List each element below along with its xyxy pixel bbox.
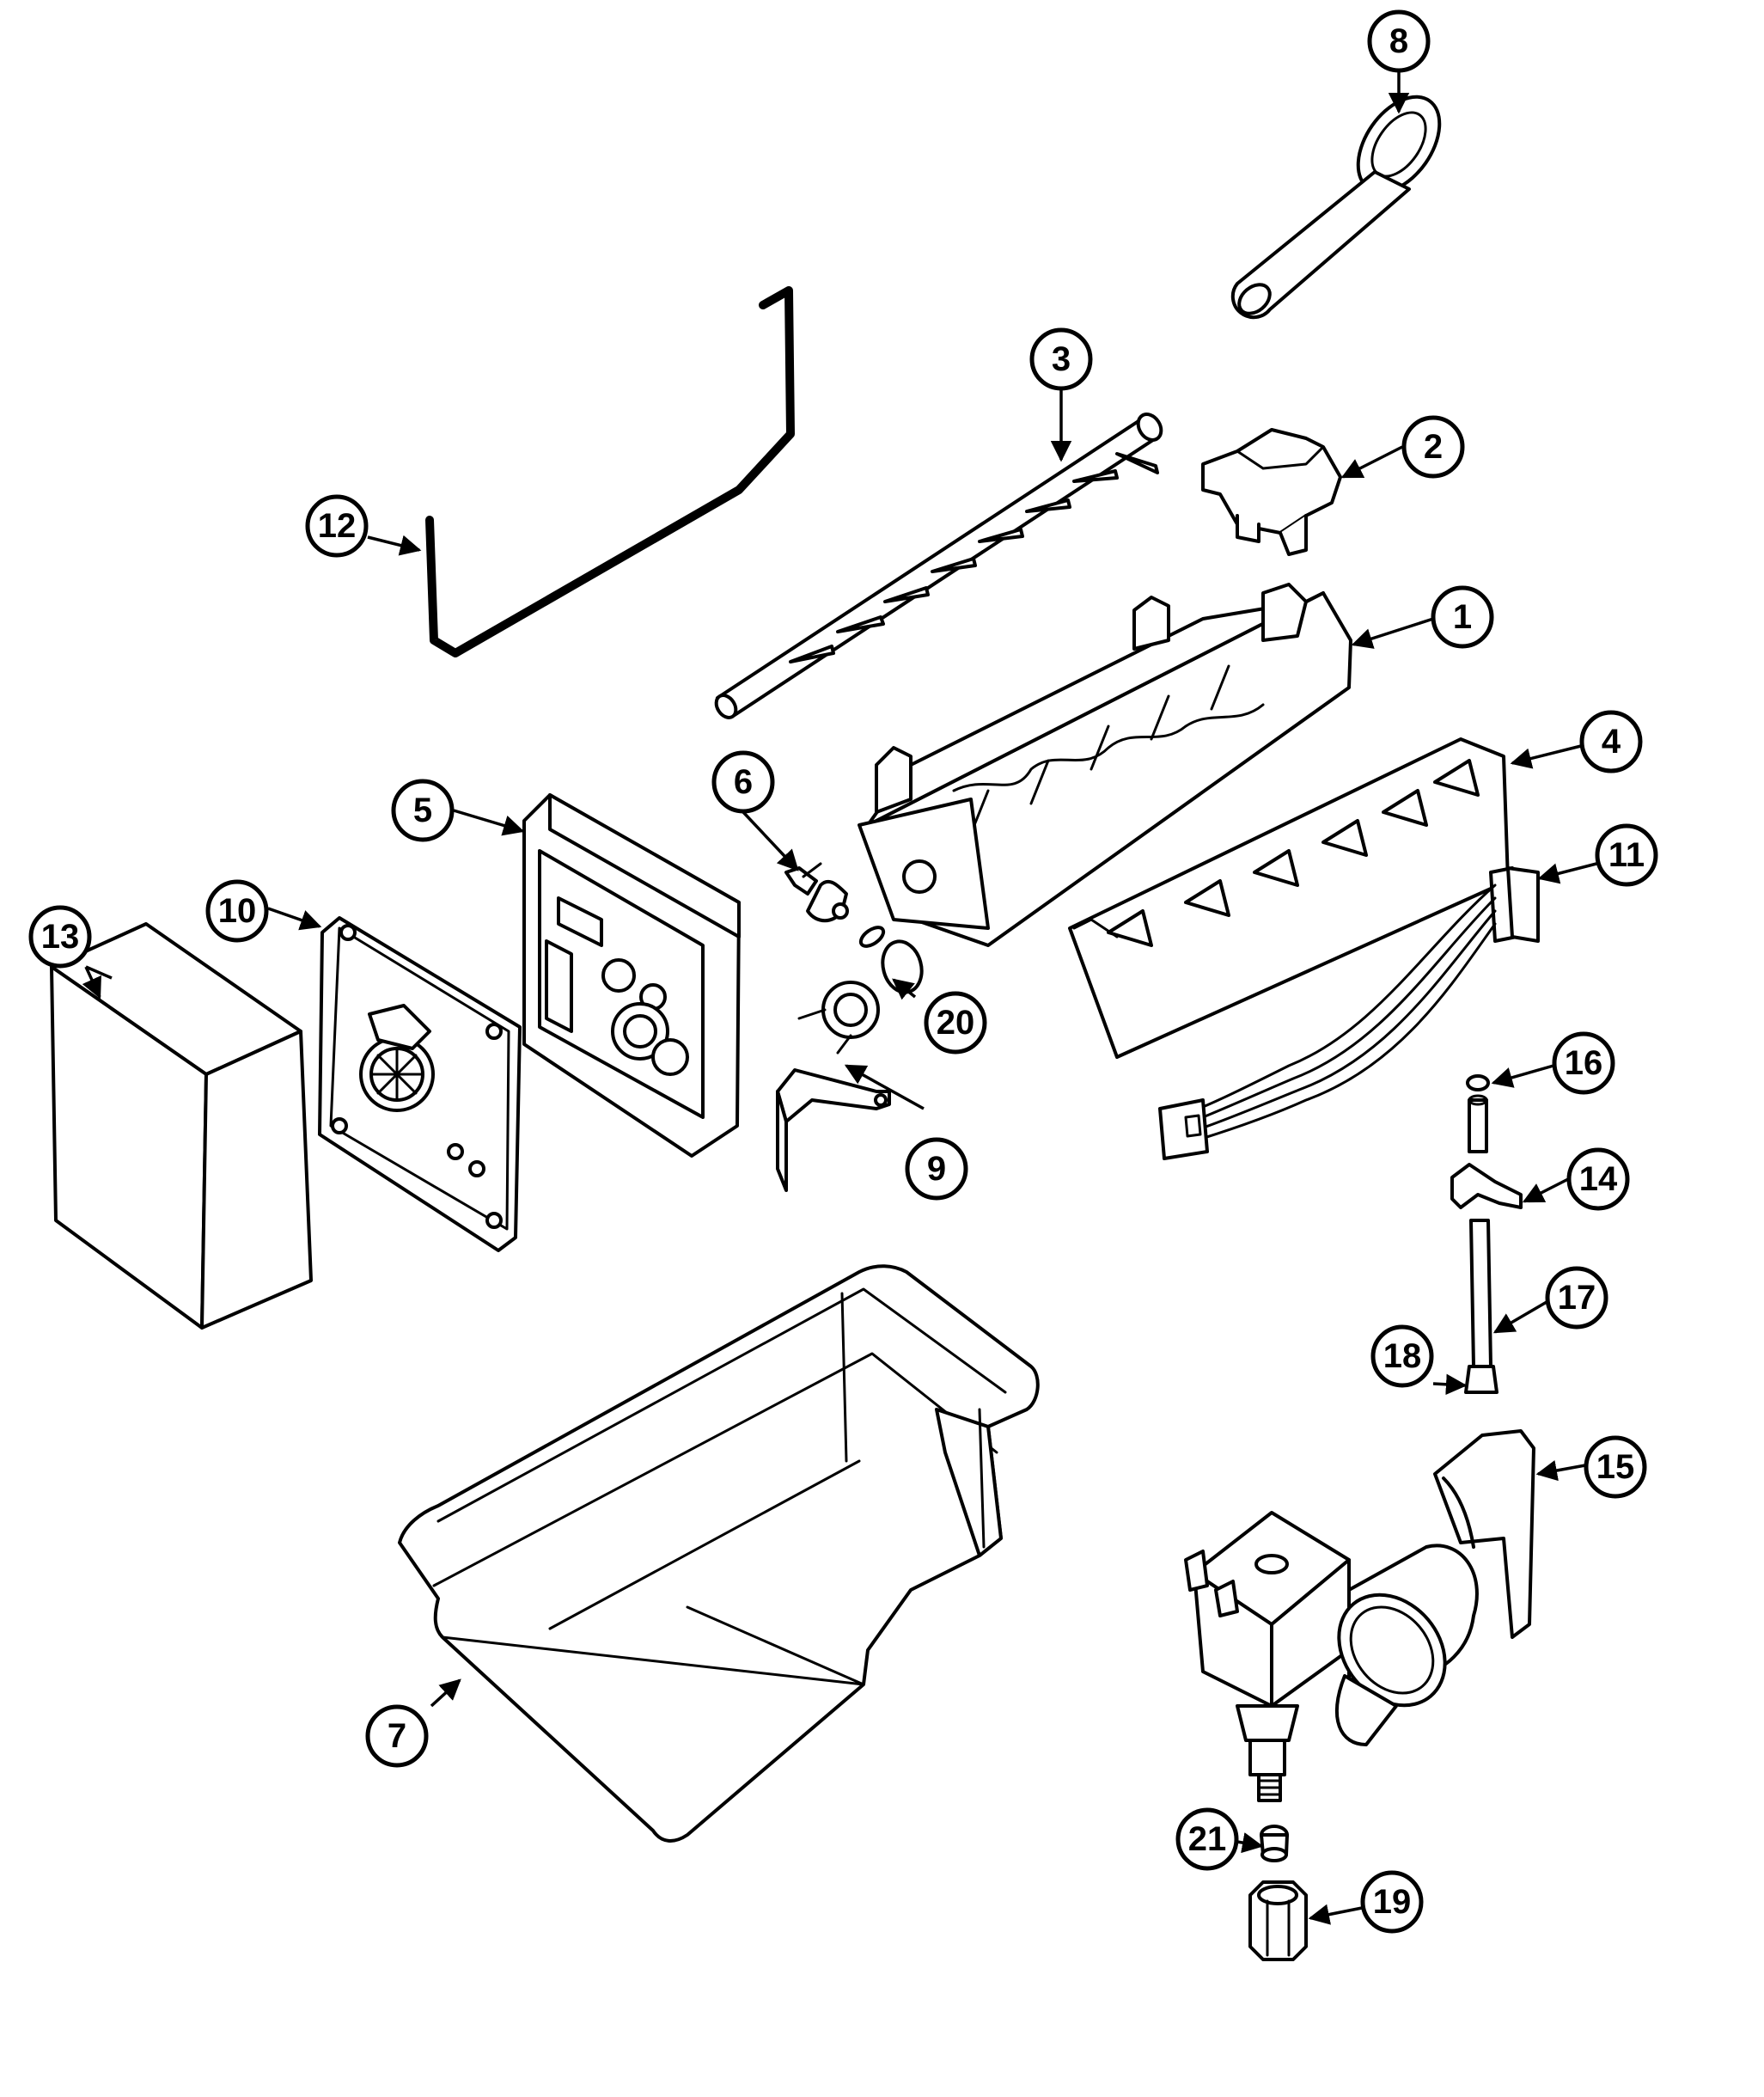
callout-8-label: 8: [1389, 22, 1408, 60]
ice-mold-housing-part: [858, 583, 1352, 947]
callout-18-label: 18: [1383, 1337, 1422, 1375]
callout-6-label: 6: [734, 763, 753, 801]
leader-lines: [86, 69, 1597, 1925]
callout-7: 7: [365, 1704, 429, 1768]
callout-1: 1: [1431, 585, 1494, 649]
ferrule-part: [1260, 1825, 1289, 1862]
shut-off-arm-part: [425, 286, 795, 657]
stripper-part: [1068, 737, 1510, 1059]
callout-11: 11: [1595, 823, 1658, 887]
shut-off-arm-bracket-part: [1201, 428, 1342, 556]
callout-21-label: 21: [1188, 1820, 1227, 1858]
callout-20-label: 20: [937, 1004, 975, 1042]
callout-10-label: 10: [218, 892, 257, 930]
callout-14: 14: [1566, 1147, 1630, 1211]
callout-18: 18: [1370, 1324, 1434, 1388]
compression-nut-part: [1248, 1880, 1308, 1961]
callout-9-label: 9: [927, 1150, 946, 1188]
ejector-shaft-part: [714, 413, 1163, 719]
motor-gear-plate-part: [318, 916, 522, 1252]
callout-12-label: 12: [318, 507, 357, 545]
callout-2-label: 2: [1424, 428, 1443, 466]
callout-10: 10: [205, 879, 269, 943]
callout-13: 13: [28, 905, 92, 969]
callout-3-label: 3: [1052, 340, 1071, 378]
fill-cup-part: [1230, 95, 1442, 320]
callout-19: 19: [1360, 1870, 1424, 1934]
wire-harness-part: [1158, 866, 1540, 1160]
callout-16: 16: [1552, 1031, 1615, 1095]
callout-12: 12: [305, 494, 369, 558]
callout-19-label: 19: [1373, 1883, 1412, 1921]
callout-7-label: 7: [388, 1717, 406, 1755]
callout-3: 3: [1029, 327, 1093, 391]
callout-6: 6: [711, 750, 775, 814]
callout-8: 8: [1367, 9, 1431, 73]
callout-15: 15: [1584, 1435, 1647, 1499]
bracket-part: [776, 1068, 891, 1192]
tube-assembly-part: [1450, 1074, 1523, 1394]
callout-20: 20: [924, 991, 987, 1055]
callout-15-label: 15: [1596, 1448, 1635, 1486]
cover-part: [50, 922, 313, 1330]
ice-bucket-part: [398, 1264, 1040, 1843]
callout-16-label: 16: [1565, 1044, 1603, 1082]
callout-4: 4: [1579, 710, 1643, 773]
control-housing-part: [522, 793, 741, 1158]
callout-5: 5: [391, 779, 455, 842]
callout-17-label: 17: [1558, 1279, 1596, 1317]
callout-14-label: 14: [1579, 1160, 1618, 1198]
water-valve-part: [1184, 1429, 1535, 1802]
callout-13-label: 13: [41, 918, 80, 956]
clip-part: [784, 862, 822, 896]
callout-1-label: 1: [1453, 598, 1472, 636]
callout-5-label: 5: [413, 792, 432, 829]
callout-9: 9: [905, 1137, 968, 1201]
callout-17: 17: [1545, 1266, 1608, 1330]
callout-4-label: 4: [1602, 723, 1621, 761]
callout-2: 2: [1401, 415, 1465, 479]
callout-21: 21: [1175, 1807, 1239, 1871]
callout-11-label: 11: [1608, 836, 1645, 874]
